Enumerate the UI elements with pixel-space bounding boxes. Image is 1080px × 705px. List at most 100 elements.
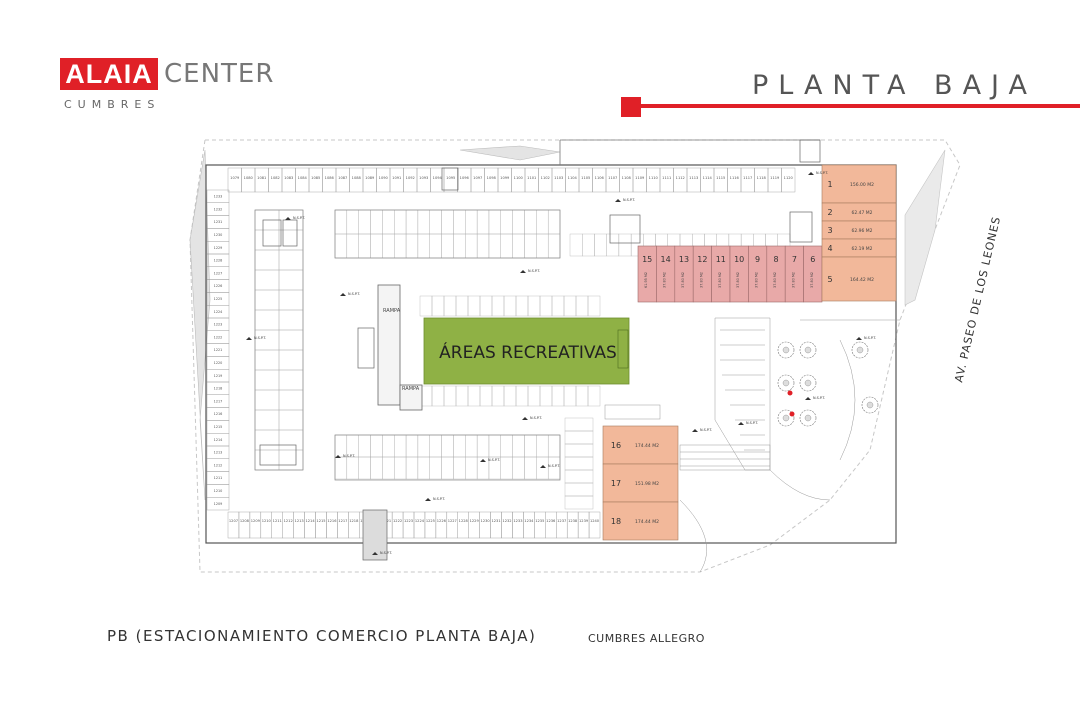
parking-space [394, 209, 407, 235]
level-marker-icon [246, 337, 252, 340]
parking-space [278, 409, 304, 431]
parking-space [476, 209, 490, 235]
parking-space [547, 434, 561, 458]
parking-space [254, 269, 280, 291]
parking-space-number: 1118 [757, 176, 767, 180]
parking-space [254, 389, 280, 411]
local-area: 174.44 M2 [635, 443, 659, 449]
parking-space [618, 233, 632, 257]
parking-space [564, 469, 594, 484]
parking-space-number: 1226 [437, 519, 447, 523]
parking-space-number: 1082 [271, 176, 280, 180]
parking-space [479, 295, 493, 317]
level-marker-icon [692, 429, 698, 432]
parking-space [278, 329, 304, 351]
parking-space-number: 1231 [214, 220, 223, 224]
tree-core [782, 346, 790, 354]
parking-space [376, 167, 391, 193]
parking-space [419, 295, 433, 317]
landscape-right [904, 149, 946, 306]
parking-space-number: 1225 [214, 297, 223, 301]
parking-space [467, 295, 481, 317]
level-marker-icon [856, 337, 862, 340]
parking-space [501, 511, 513, 539]
parking-space-number: 1099 [500, 176, 510, 180]
parking-space [491, 385, 505, 407]
local-unit [602, 463, 679, 503]
parking-space-number: 1108 [622, 176, 632, 180]
parking-space [227, 167, 242, 193]
parking-space-number: 1214 [214, 438, 223, 442]
parking-space [488, 233, 501, 259]
tree-core [856, 346, 864, 354]
parking-space [536, 233, 549, 259]
level-marker-icon [480, 459, 486, 462]
parking-space-number: 1236 [546, 519, 556, 523]
parking-space [249, 511, 262, 539]
parking-space [370, 209, 383, 235]
parking-space-number: 1080 [244, 176, 254, 180]
parking-space [536, 434, 549, 458]
parking-space-number: 1216 [214, 412, 223, 416]
parking-space [465, 209, 478, 235]
parking-space [754, 167, 769, 193]
parking-space [587, 385, 601, 407]
parking-space [511, 167, 526, 193]
parking-space [417, 209, 430, 235]
parking-space-number: 1232 [502, 519, 511, 523]
parking-space [278, 229, 304, 251]
parking-space [413, 511, 426, 539]
parking-space-number: 1117 [743, 176, 752, 180]
parking-space-number: 1230 [214, 233, 223, 237]
parking-space-number: 1084 [298, 176, 308, 180]
level-marker-icon [285, 217, 291, 220]
parking-space-number: 1103 [554, 176, 563, 180]
parking-space [727, 167, 742, 193]
parking-space [547, 233, 561, 259]
parking-space-number: 1109 [635, 176, 645, 180]
parking-space [503, 385, 517, 407]
parking-space [370, 233, 383, 259]
landscape-left [189, 149, 211, 501]
plan-caption: PB (ESTACIONAMIENTO COMERCIO PLANTA BAJA… [107, 627, 537, 645]
local-unit [602, 501, 679, 541]
ramp-label-2: RAMPA [402, 386, 420, 392]
parking-space [512, 233, 525, 259]
parking-space [405, 209, 419, 235]
local-number: 17 [611, 479, 621, 488]
parking-space [346, 456, 359, 480]
parking-space [254, 349, 280, 371]
parking-space [254, 409, 280, 431]
local-number: 16 [611, 441, 621, 450]
parking-space-number: 1120 [784, 176, 794, 180]
parking-space-number: 1224 [214, 310, 223, 314]
local-number: 7 [792, 255, 797, 264]
parking-space [587, 295, 601, 317]
parking-space-number: 1090 [379, 176, 389, 180]
parking-space [453, 434, 466, 458]
parking-space [556, 511, 568, 539]
local-area: 151.98 M2 [635, 481, 659, 487]
tree-core [804, 414, 812, 422]
parking-space [577, 511, 590, 539]
parking-space [545, 511, 557, 539]
local-unit [821, 164, 897, 204]
parking-space [588, 511, 601, 539]
parking-space [278, 349, 304, 371]
parking-space [659, 167, 674, 193]
parking-space-number: 1212 [214, 463, 223, 467]
level-marker-text: N.S.P.T. [530, 416, 542, 420]
parking-space [346, 233, 359, 259]
recreation-area [423, 317, 630, 385]
parking-space [700, 167, 715, 193]
parking-space [539, 385, 553, 407]
local-area: 37.80 M2 [718, 272, 722, 288]
parking-space-number: 1116 [730, 176, 740, 180]
circulation-cores [259, 139, 821, 561]
parking-space [254, 369, 280, 391]
parking-space [453, 233, 466, 259]
parking-space [500, 434, 513, 458]
